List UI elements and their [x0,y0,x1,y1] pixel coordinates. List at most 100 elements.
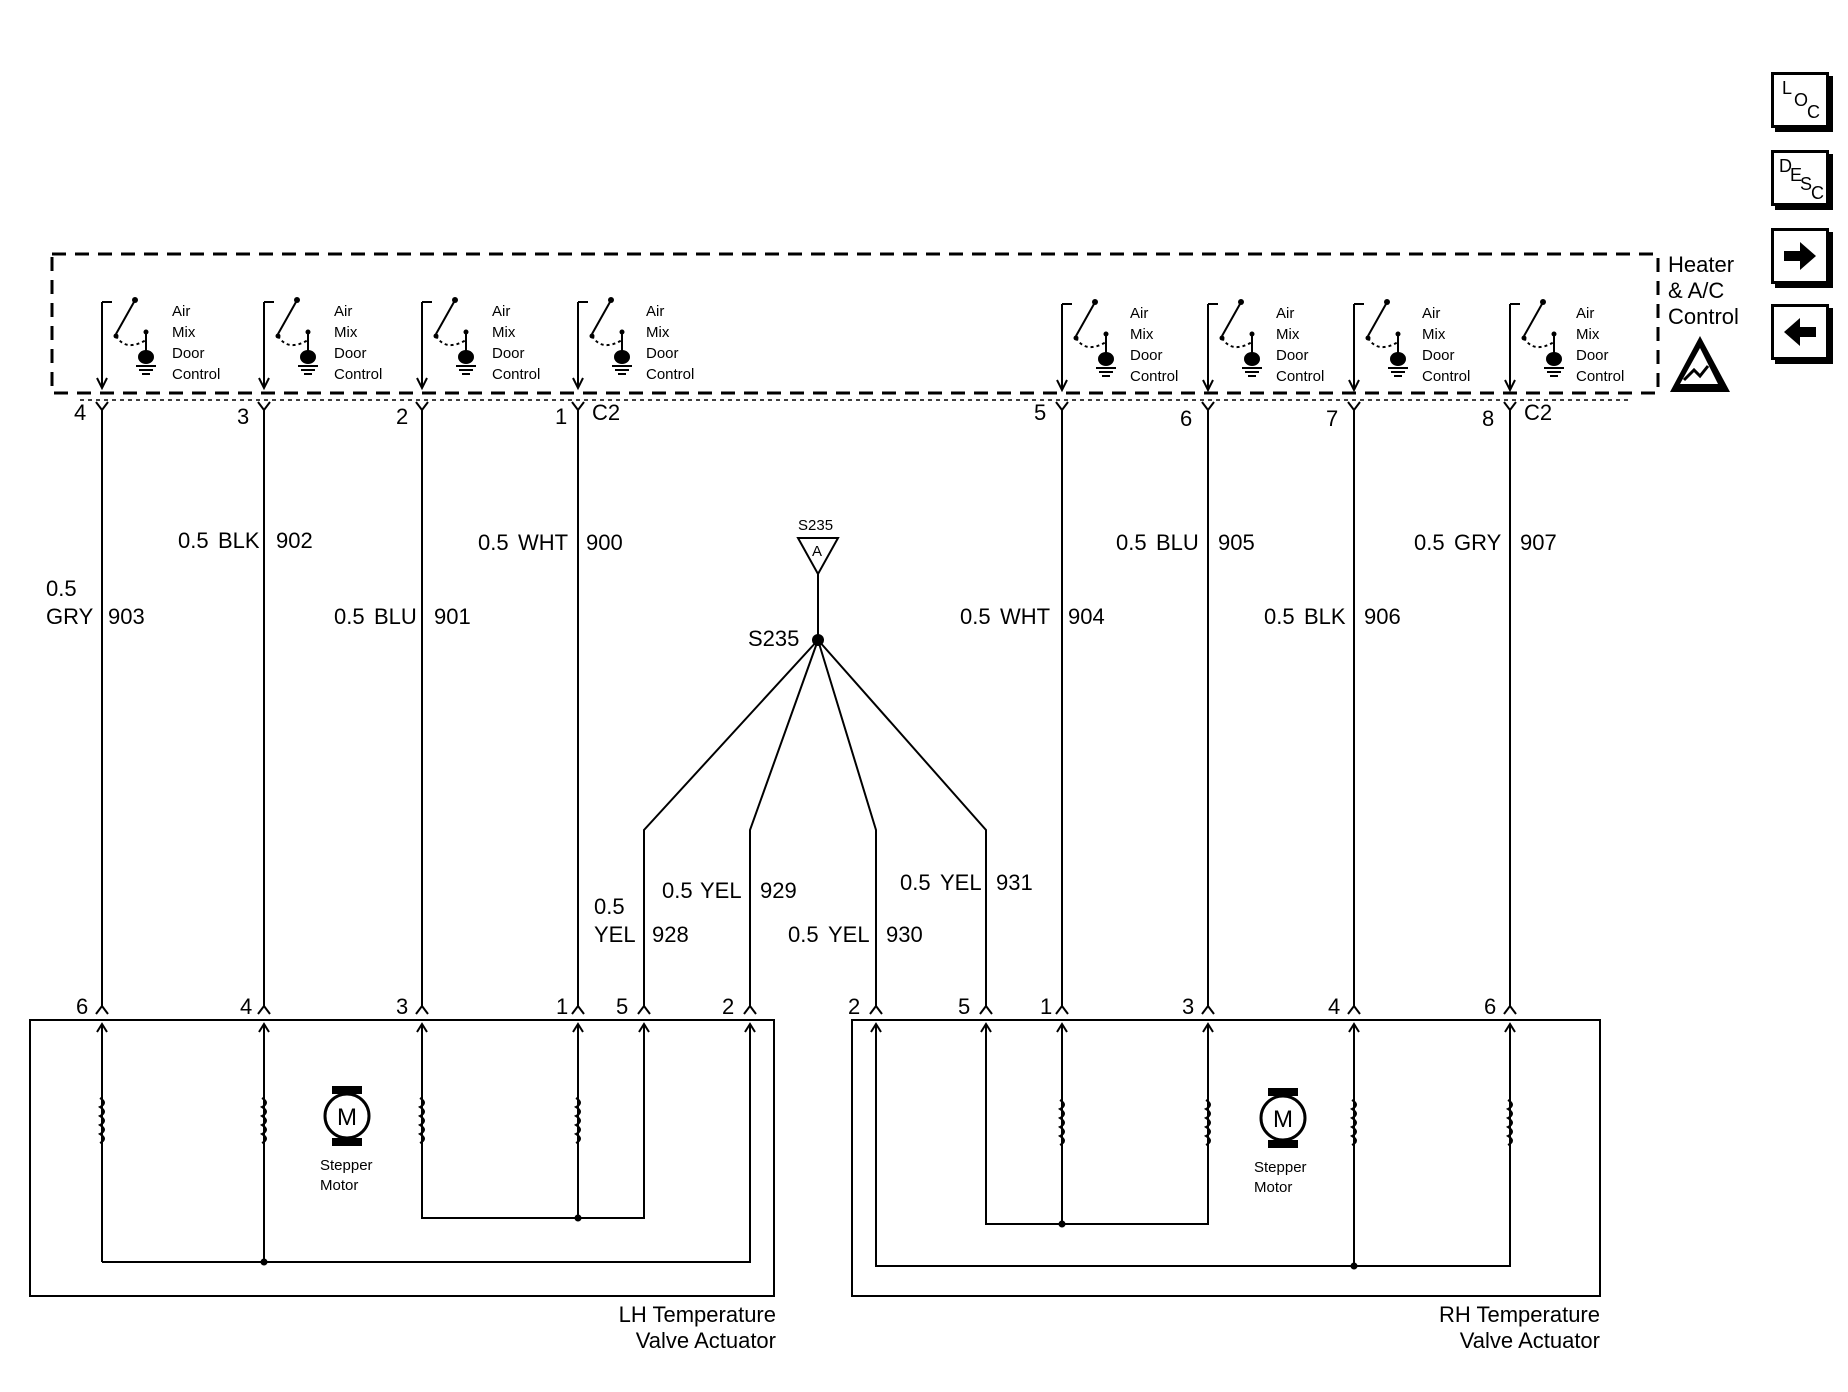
wire-color: GRY [1454,530,1502,555]
lh-temperature-valve-actuator: 6 4 3 1 5 2 [29,994,776,1353]
wire-size: 0.5 [334,604,365,629]
switch-air-mix-8 [1504,298,1565,391]
left-arrow-icon [1784,318,1816,346]
switch-air-mix-5 [1056,298,1117,391]
loc-letter-o: O [1794,90,1809,110]
motor-label: Stepper [1254,1159,1307,1176]
motor-label: Motor [320,1177,358,1194]
heater-ac-control-module: Air Mix Door Control Air Mix Door Contro… [50,252,1739,401]
module-title-line: & A/C [1668,278,1724,303]
desc-button[interactable]: D E S C [1771,150,1829,206]
desc-letter-s: S [1800,174,1813,194]
switch-label: Air [1422,305,1440,322]
switch-label: Door [492,345,525,362]
switch-label: Mix [1130,326,1154,343]
switch-air-mix-3 [416,296,477,389]
switch-label: Air [172,303,190,320]
wire-color: YEL [700,878,742,903]
connector-name: C2 [592,400,620,425]
module-pin-number: 2 [396,404,408,429]
actuator-pin-number: 3 [396,994,408,1019]
stepper-motor-icon: M [323,1086,371,1146]
wire-circuit: 905 [1218,530,1255,555]
esd-warning-icon [1670,336,1730,392]
next-button[interactable] [1771,228,1829,284]
switch-label: Door [1422,347,1455,364]
desc-letter-c: C [1811,183,1824,203]
actuator-pin-number: 5 [616,994,628,1019]
module-pin-number: 1 [555,404,567,429]
loc-letter-c: C [1807,102,1820,122]
actuator-name: Valve Actuator [1460,1328,1600,1353]
switch-label: Mix [646,324,670,341]
wire-color: BLK [218,528,260,553]
actuator-pin-number: 2 [848,994,860,1019]
connector-name: C2 [1524,400,1552,425]
splice-ref-letter: A [812,543,822,560]
module-pin-number: 6 [1180,406,1192,431]
wire-color: YEL [828,922,870,947]
loc-letter-l: L [1782,78,1793,98]
module-pin-number: 7 [1326,406,1338,431]
wire-size: 0.5 [960,604,991,629]
desc-letter-d: D [1779,156,1792,176]
module-title-line: Heater [1668,252,1734,277]
actuator-pin-number: 1 [1040,994,1052,1019]
wire-size: 0.5 [594,894,625,919]
switch-air-mix-1 [96,296,157,389]
wire-color: BLU [1156,530,1199,555]
switch-label: Control [1422,368,1470,385]
wire-color: WHT [1000,604,1050,629]
actuator-pin-number: 4 [1328,994,1340,1019]
switch-label: Air [334,303,352,320]
loc-button[interactable]: L O C [1771,72,1829,128]
wire-color: BLU [374,604,417,629]
splice-ref-name: S235 [798,517,833,534]
wire-circuit: 904 [1068,604,1105,629]
wire-size: 0.5 [662,878,693,903]
switch-label: Mix [1422,326,1446,343]
actuator-pin-number: 1 [556,994,568,1019]
module-pin-number: 3 [237,404,249,429]
actuator-name: RH Temperature [1439,1302,1600,1327]
actuator-name: LH Temperature [619,1302,776,1327]
actuator-name: Valve Actuator [636,1328,776,1353]
wire-circuit: 906 [1364,604,1401,629]
switch-label: Door [1576,347,1609,364]
wire-circuit: 928 [652,922,689,947]
switch-label: Control [334,366,382,383]
wire-size: 0.5 [1116,530,1147,555]
wire-size: 0.5 [788,922,819,947]
wire-color: YEL [940,870,982,895]
switch-label: Door [646,345,679,362]
actuator-pin-number: 6 [1484,994,1496,1019]
wire-color: BLK [1304,604,1346,629]
actuator-pin-number: 4 [240,994,252,1019]
switch-label: Air [1576,305,1594,322]
actuator-pin-number: 6 [76,994,88,1019]
splice-name: S235 [748,626,799,651]
wire-circuit: 931 [996,870,1033,895]
desc-letter-e: E [1790,165,1803,185]
wire-size: 0.5 [1414,530,1445,555]
switch-label: Mix [1276,326,1300,343]
motor-label: Stepper [320,1157,373,1174]
wire-circuit: 903 [108,604,145,629]
switch-air-mix-6 [1202,298,1263,391]
wire-size: 0.5 [178,528,209,553]
rh-temperature-valve-actuator: 2 5 1 3 4 6 M [848,994,1601,1353]
switch-air-mix-4 [572,296,633,389]
switch-label: Control [1130,368,1178,385]
harness-wires [101,410,1511,1006]
switch-air-mix-7 [1348,298,1409,391]
module-connector-c2: 4 3 2 1 5 6 7 8 C2 C2 [74,400,1552,431]
module-pin-number: 4 [74,400,86,425]
wire-size: 0.5 [478,530,509,555]
stepper-motor-icon: M [1259,1088,1307,1148]
switch-label: Mix [1576,326,1600,343]
prev-button[interactable] [1771,304,1829,360]
switch-label: Control [172,366,220,383]
switch-label: Mix [334,324,358,341]
switch-label: Control [492,366,540,383]
switch-air-mix-2 [258,296,319,389]
